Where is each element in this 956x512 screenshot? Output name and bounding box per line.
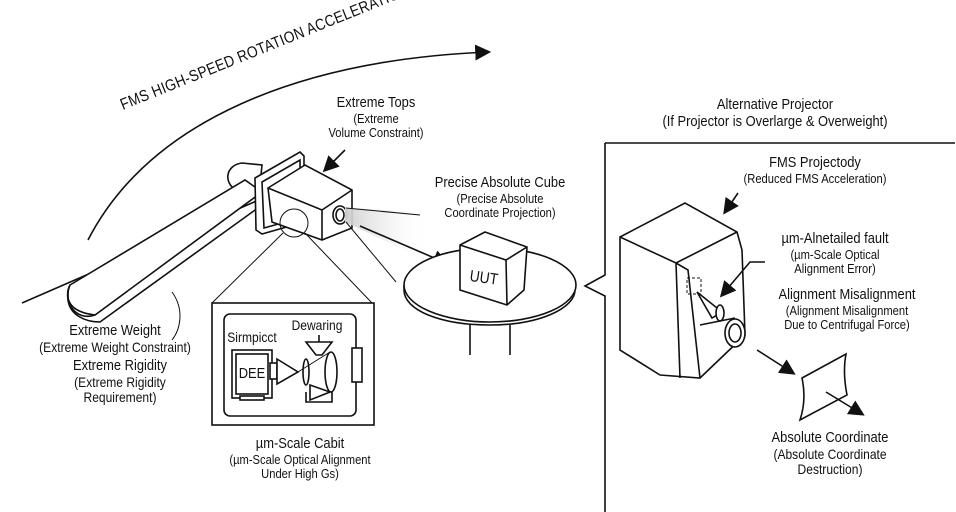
misalignment-title: Alignment Misalignment [778,286,916,303]
fms-projector [619,202,746,379]
fault-pointer [719,261,765,298]
projection-beam [345,208,430,262]
fault-title: µm-Alnetailed fault [781,230,889,247]
inset-box-label: DEE [238,365,266,382]
alternative-title: Alternative Projector [716,96,834,113]
alternative-bracket [583,142,955,512]
precise-cube-title: Precise Absolute Cube [434,174,566,191]
fms-projector-label: FMS Projectody (Reduced FMS Acceleration… [738,154,893,186]
absolute-coordinate-label: Absolute Coordinate (Absolute Coordinate… [766,429,895,478]
misalignment-label: Alignment Misalignment (Alignment Misali… [765,286,928,333]
projection-arrow [359,225,449,266]
inset-source-label: Sirmpicct [227,329,277,345]
absolute-coordinate-title: Absolute Coordinate [771,429,889,446]
extreme-tops-label: Extreme Tops (Extreme Volume Constraint) [324,94,427,141]
extreme-tops-pointer [322,149,346,173]
inset-panel [211,302,375,426]
coordinate-arrow-out [825,391,865,416]
projector-box [267,164,353,241]
inset-optics-label: Dewaring [291,317,343,333]
fms-projector-title: FMS Projectody [769,154,861,171]
extreme-rigidity-title: Extreme Rigidity [73,357,167,374]
precise-cube-label: Precise Absolute Cube (Precise Absolute … [414,174,586,221]
alternative-label: Alternative Projector (If Projector is O… [659,96,891,131]
fms-projector-pointer [723,192,739,215]
coordinate-plane [798,352,848,422]
rotation-arc-arrow [87,44,492,241]
extreme-weight-label: Extreme Weight (Extreme Weight Constrain… [33,322,196,355]
inset-caption: µm-Scale Cabit (µm-Scale Optical Alignme… [214,435,386,482]
inset-title: µm-Scale Cabit [255,435,345,452]
extreme-rigidity-label: Extreme Rigidity (Extreme Rigidity Requi… [51,357,189,406]
extreme-weight-title: Extreme Weight [69,322,161,339]
rotating-arm [66,162,264,341]
fault-label: µm-Alnetailed fault (µm-Scale Optical Al… [775,230,895,277]
extreme-tops-title: Extreme Tops [336,94,416,111]
uut-cube [459,231,528,306]
coordinate-arrow-in [756,349,796,375]
